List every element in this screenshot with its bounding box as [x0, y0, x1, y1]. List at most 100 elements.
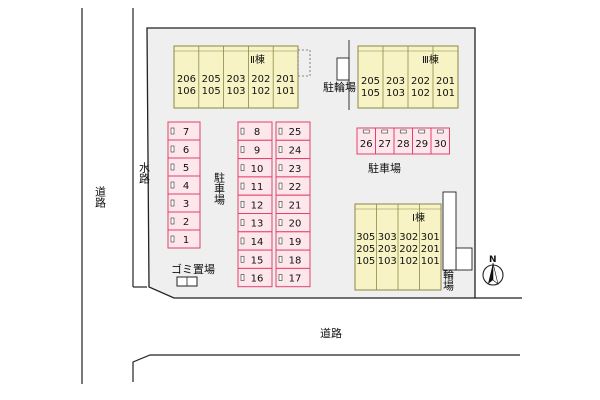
unit-number: 205	[202, 74, 221, 85]
parking-number: 17	[289, 274, 302, 285]
car-stop-icon	[278, 255, 283, 263]
parking-space	[430, 127, 450, 155]
parking-label-east: 駐車場	[368, 161, 401, 175]
unit-number: 102	[251, 86, 270, 97]
car-stop-icon	[240, 237, 245, 245]
unit-number: 203	[378, 244, 397, 255]
unit-number: 103	[386, 88, 405, 99]
bicycle-shelter-right	[455, 247, 473, 271]
parking-top-row: 26 27 28 29 30	[356, 127, 450, 155]
unit-number: 103	[226, 86, 245, 97]
building-1-side-wing	[442, 191, 457, 271]
car-stop-icon	[170, 199, 175, 207]
car-stop-icon	[240, 201, 245, 208]
car-stop-icon	[170, 127, 175, 135]
unit-number: 101	[436, 88, 455, 99]
parking-number: 9	[254, 145, 260, 156]
unit-number: 101	[276, 86, 295, 97]
unit-number: 203	[386, 76, 405, 87]
parking-number: 19	[289, 237, 302, 248]
unit-number: 102	[411, 88, 430, 99]
parking-number: 11	[251, 182, 264, 193]
car-stop-icon	[278, 127, 283, 135]
parking-number: 12	[251, 200, 264, 211]
unit-number: 201	[436, 76, 455, 87]
parking-label-center: 駐車場	[213, 171, 226, 206]
unit-number: 205	[361, 76, 380, 87]
unit-number: 202	[251, 74, 270, 85]
unit-number: 202	[411, 76, 430, 87]
car-stop-icon	[418, 129, 426, 134]
car-stop-icon	[436, 129, 444, 134]
unit-number: 305	[356, 232, 375, 243]
parking-number: 5	[183, 163, 189, 174]
car-stop-icon	[170, 235, 175, 243]
car-stop-icon	[399, 129, 407, 134]
unit-number: 203	[226, 74, 245, 85]
parking-number: 18	[289, 255, 302, 266]
parking-number: 2	[183, 217, 189, 228]
unit-number: 302	[399, 232, 418, 243]
parking-number: 15	[251, 255, 264, 266]
unit-number: 105	[202, 86, 221, 97]
waterway-label: 水路	[138, 162, 151, 185]
car-stop-icon	[240, 164, 245, 172]
parking-number: 26	[360, 139, 373, 150]
b1-name: Ⅰ棟	[412, 211, 425, 224]
parking-number: 21	[289, 200, 302, 211]
road-lines	[81, 8, 522, 384]
parking-number: 28	[397, 139, 410, 150]
unit-number: 105	[356, 256, 375, 267]
garbage-area-label: ゴミ置場	[171, 262, 215, 276]
car-stop-icon	[278, 201, 283, 208]
parking-number: 10	[251, 164, 264, 175]
unit-number: 101	[421, 256, 440, 267]
b2-name: Ⅱ棟	[250, 53, 265, 66]
car-stop-icon	[170, 181, 175, 189]
parking-space	[237, 267, 273, 288]
car-stop-icon	[240, 274, 245, 281]
unit-number: 205	[356, 244, 375, 255]
car-stop-icon	[240, 146, 245, 153]
parking-space	[167, 229, 201, 249]
north-label: N	[489, 255, 497, 265]
bicycle-shelter-top	[336, 57, 350, 81]
parking-number: 27	[378, 139, 391, 150]
parking-number: 29	[415, 139, 428, 150]
parking-number: 24	[289, 145, 302, 156]
car-stop-icon	[170, 145, 175, 153]
parking-number: 25	[289, 127, 302, 138]
unit-number: 303	[378, 232, 397, 243]
unit-number: 103	[378, 256, 397, 267]
car-stop-icon	[362, 129, 370, 134]
b3-name: Ⅲ棟	[422, 53, 439, 66]
parking-number: 30	[434, 139, 447, 150]
building-2: Ⅱ棟 206 205 203 202 201 106 105 103 102 101	[173, 45, 299, 109]
parking-number: 23	[289, 164, 302, 175]
unit-number: 206	[177, 74, 196, 85]
parking-number: 4	[183, 181, 189, 192]
car-stop-icon	[278, 237, 283, 245]
car-stop-icon	[240, 219, 245, 226]
parking-number: 13	[251, 219, 264, 230]
parking-number: 6	[183, 145, 189, 156]
car-stop-icon	[170, 163, 175, 171]
car-stop-icon	[278, 219, 283, 226]
parking-number: 22	[289, 182, 302, 193]
parking-number: 16	[251, 274, 264, 285]
unit-number: 201	[276, 74, 295, 85]
car-stop-icon	[278, 182, 283, 190]
unit-number: 106	[177, 86, 196, 97]
parking-number: 8	[254, 127, 260, 138]
parking-number: 3	[183, 199, 189, 210]
car-stop-icon	[381, 129, 389, 134]
bicycle-parking-label-top: 駐輪場	[323, 80, 356, 94]
north-arrow: N	[482, 255, 504, 286]
parking-number: 1	[183, 235, 189, 246]
road-label-left: 道路	[94, 185, 107, 209]
